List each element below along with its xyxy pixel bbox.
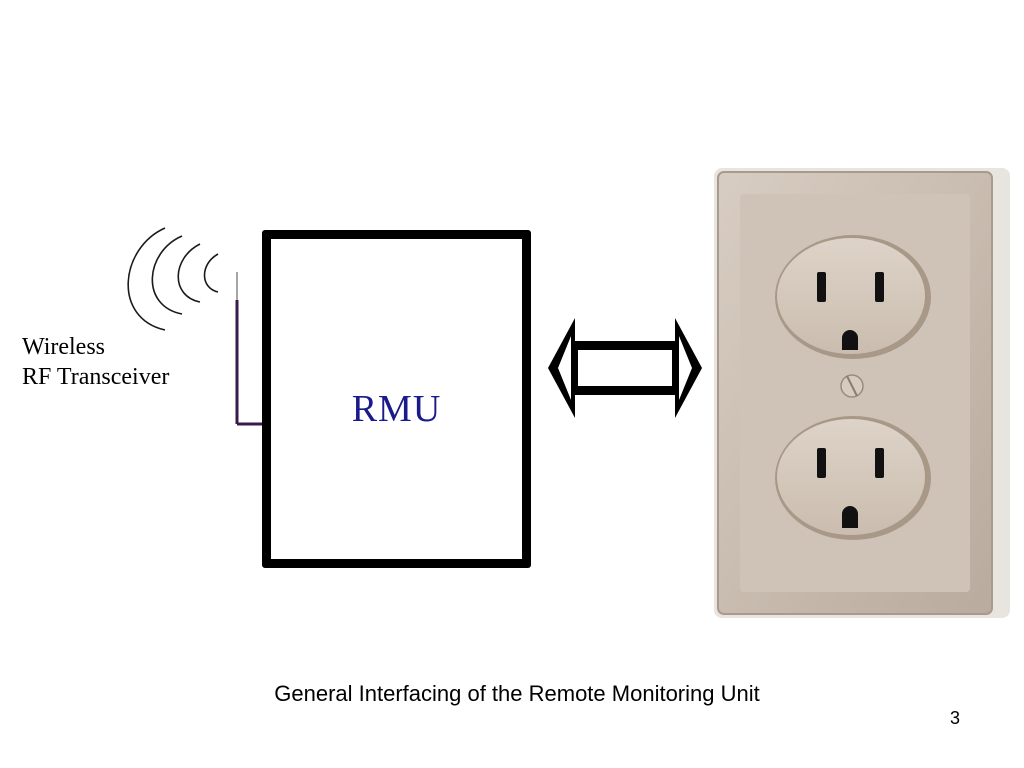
transceiver-label-line2: RF Transceiver <box>22 364 170 390</box>
wireless-signal-icon <box>127 227 219 331</box>
double-arrow-icon <box>548 318 702 418</box>
rmu-box: RMU <box>262 230 531 568</box>
transceiver-label: Wireless RF Transceiver <box>22 332 169 392</box>
power-outlet-icon <box>714 168 1010 618</box>
page-number: 3 <box>950 708 961 728</box>
rmu-label: RMU <box>351 388 442 430</box>
antenna-icon <box>235 300 262 426</box>
caption: General Interfacing of the Remote Monito… <box>274 681 760 706</box>
transceiver-label-line1: Wireless <box>22 334 106 360</box>
